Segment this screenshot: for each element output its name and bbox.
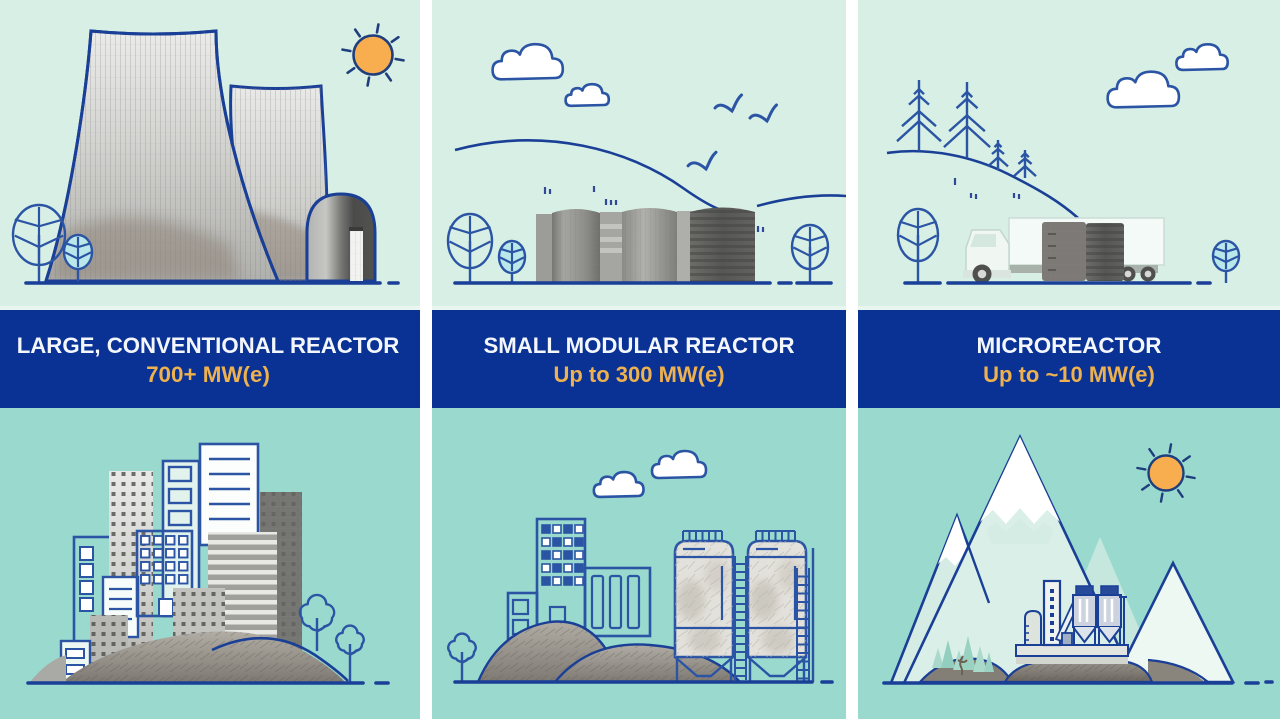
svg-text:700+ MW(e): 700+ MW(e) — [146, 362, 270, 387]
svg-text:Up to 300 MW(e): Up to 300 MW(e) — [553, 362, 724, 387]
svg-text:SMALL MODULAR REACTOR: SMALL MODULAR REACTOR — [483, 333, 794, 358]
svg-text:LARGE, CONVENTIONAL REACTOR: LARGE, CONVENTIONAL REACTOR — [17, 333, 400, 358]
svg-text:Up to ~10 MW(e): Up to ~10 MW(e) — [983, 362, 1155, 387]
svg-text:MICROREACTOR: MICROREACTOR — [977, 333, 1162, 358]
